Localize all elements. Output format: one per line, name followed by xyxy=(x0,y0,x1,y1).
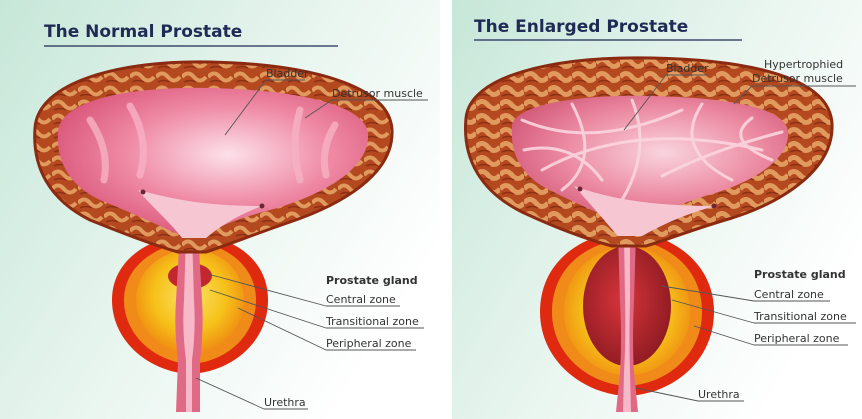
label-central-zone: Central zone xyxy=(326,293,396,306)
label-transitional-zone: Transitional zone xyxy=(325,315,419,328)
normal-prostate-diagram: The Normal Prostate Bladder Detrusor mus… xyxy=(0,0,440,419)
normal-prostate-panel: The Normal Prostate Bladder Detrusor mus… xyxy=(0,0,440,419)
label-hypertrophied-line1: Hypertrophied xyxy=(764,58,843,71)
panel-title: The Normal Prostate xyxy=(44,22,242,42)
label-urethra: Urethra xyxy=(264,396,306,409)
enlarged-prostate-diagram: The Enlarged Prostate Bladder Hypertroph… xyxy=(452,0,862,419)
label-peripheral-zone: Peripheral zone xyxy=(326,337,412,350)
label-bladder: Bladder xyxy=(266,67,309,80)
label-hypertrophied-line2: Detrusor muscle xyxy=(752,72,843,85)
label-detrusor-muscle: Detrusor muscle xyxy=(332,87,423,100)
panel-title: The Enlarged Prostate xyxy=(474,17,688,37)
label-prostate-gland: Prostate gland xyxy=(326,274,418,287)
label-bladder: Bladder xyxy=(666,62,709,75)
enlarged-prostate-panel: The Enlarged Prostate Bladder Hypertroph… xyxy=(452,0,862,419)
label-central-zone: Central zone xyxy=(754,288,824,301)
label-peripheral-zone: Peripheral zone xyxy=(754,332,840,345)
label-transitional-zone: Transitional zone xyxy=(753,310,847,323)
label-prostate-gland: Prostate gland xyxy=(754,268,846,281)
label-urethra: Urethra xyxy=(698,388,740,401)
